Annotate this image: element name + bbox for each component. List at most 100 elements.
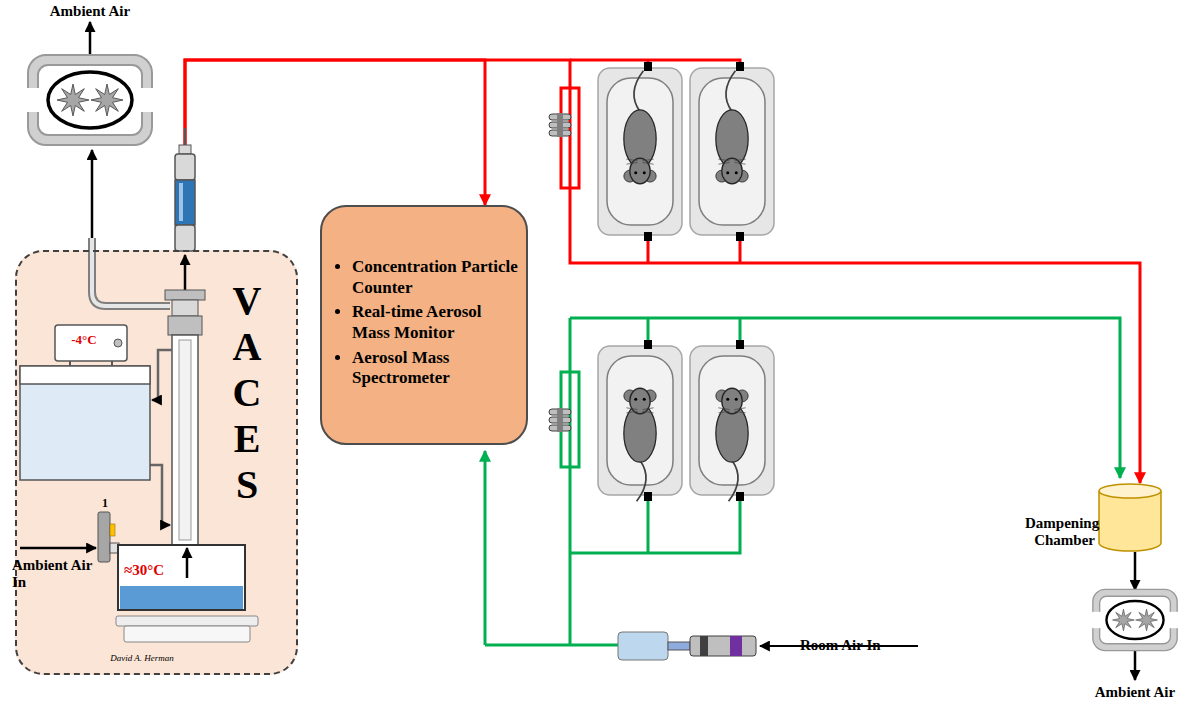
exhaust-line: [90, 22, 91, 55]
vaces-ground: [15, 250, 298, 675]
green-air-lines: [485, 318, 1120, 645]
green-air-lines: [485, 644, 618, 647]
mouse: [634, 398, 637, 401]
column-fitting: [165, 290, 205, 335]
mouse: [637, 461, 646, 502]
column-fitting: [168, 316, 202, 335]
red-aerosol-lines: [647, 240, 650, 263]
exposure-chamber: [690, 346, 774, 495]
exposure-chamber: [598, 346, 682, 495]
exposure-chamber: [644, 232, 652, 241]
condenser-column: [179, 340, 191, 540]
mouse: [624, 388, 656, 501]
flow-label: Ambient Air: [1075, 684, 1195, 701]
red-aerosol-lines: [570, 60, 740, 63]
vacuum-pump: [1106, 601, 1163, 639]
vacuum-pump: [1100, 596, 1171, 644]
vacuum-pump: [1093, 589, 1177, 650]
column-fitting: [172, 300, 198, 316]
saturator: [120, 586, 243, 609]
instrument-name: Real-time Aerosol Mass Monitor: [352, 302, 518, 343]
mouse: [643, 159, 654, 164]
green-air-lines: [570, 500, 740, 553]
mouse: [716, 388, 748, 501]
vacuum-pump: [57, 84, 89, 116]
chiller: [55, 325, 127, 361]
filter-cartridge: [184, 128, 186, 147]
vacuum-pump: [48, 72, 132, 128]
coolant-tubes: [150, 350, 172, 525]
exposure-chamber: [644, 62, 652, 71]
mouse: [718, 159, 729, 164]
exhaust-tube: [92, 238, 170, 306]
mouse: [634, 71, 643, 112]
vacuum-pump: [1168, 612, 1180, 628]
instrument-name: Aerosol Mass Spectrometer: [352, 348, 518, 389]
column-fitting: [165, 290, 205, 300]
mouse: [643, 171, 646, 174]
vacuum-pump: [24, 55, 156, 145]
mouse: [735, 398, 738, 401]
coolant-tubes: [150, 465, 170, 525]
chiller: [20, 325, 150, 480]
flow-regulator: [557, 113, 563, 137]
mouse: [716, 71, 748, 184]
room-air-filter: [690, 636, 756, 656]
exposure-chamber: [736, 492, 744, 501]
filter-cartridge: [175, 128, 195, 251]
mouse: [735, 159, 746, 164]
signature: David A. Herman: [92, 654, 192, 664]
part-name: Dampening Chamber: [1025, 515, 1095, 550]
inlet-valve: [20, 512, 119, 562]
temperature-label: -4°C: [61, 333, 107, 347]
mouse: [726, 171, 729, 174]
filter-cartridge: [175, 154, 195, 180]
vacuum-pump: [24, 88, 42, 112]
system-name: VACES: [227, 278, 267, 508]
mouse: [722, 388, 742, 414]
exposure-chamber: [644, 492, 652, 501]
mouse: [626, 159, 637, 164]
vaces-panel: VACES: [15, 250, 298, 675]
red-aerosol-lines: [739, 240, 742, 263]
mouse: [643, 398, 646, 401]
callout-number: 1: [98, 497, 112, 510]
filter-cartridge: [179, 145, 191, 154]
mouse: [726, 71, 735, 112]
red-aerosol-lines: [561, 88, 579, 188]
exhaust-tube: [91, 150, 94, 238]
instrument-name: Concentration Particle Counter: [352, 257, 518, 298]
exposure-chamber: [598, 340, 682, 501]
exposure-chamber: [699, 356, 765, 485]
mouse: [735, 408, 746, 413]
flow-label: Ambient Air In: [12, 557, 94, 590]
flow-label: Ambient Air: [25, 3, 155, 20]
saturator: [186, 548, 189, 578]
temperature-label: ≈30°C: [124, 562, 182, 579]
exposure-chamber: [690, 62, 774, 241]
mouse: [718, 408, 729, 413]
vacuum-pump: [1136, 609, 1158, 631]
outlet-line: [184, 255, 187, 290]
flow-label: Room Air In: [800, 637, 920, 654]
exhaust-line: [1134, 650, 1137, 680]
mouse: [624, 71, 656, 184]
exposure-chamber: [607, 78, 673, 225]
exposure-chamber: [736, 62, 744, 71]
exposure-chamber: [607, 356, 673, 485]
exposure-chamber: [644, 340, 652, 349]
exposure-chamber: [736, 340, 744, 349]
filter-cartridge: [179, 183, 183, 221]
green-air-lines: [647, 500, 650, 553]
mouse: [726, 398, 729, 401]
mouse: [735, 171, 738, 174]
chiller: [20, 366, 150, 384]
dampening-chamber: Dampening Chamber: [1025, 483, 1165, 553]
instrument-box: Concentration Particle CounterReal-time …: [320, 205, 528, 445]
vacuum-pump: [1113, 609, 1135, 631]
flow-regulator: [549, 113, 571, 137]
coolant-tubes: [152, 350, 172, 400]
outlet-line: [185, 255, 186, 290]
